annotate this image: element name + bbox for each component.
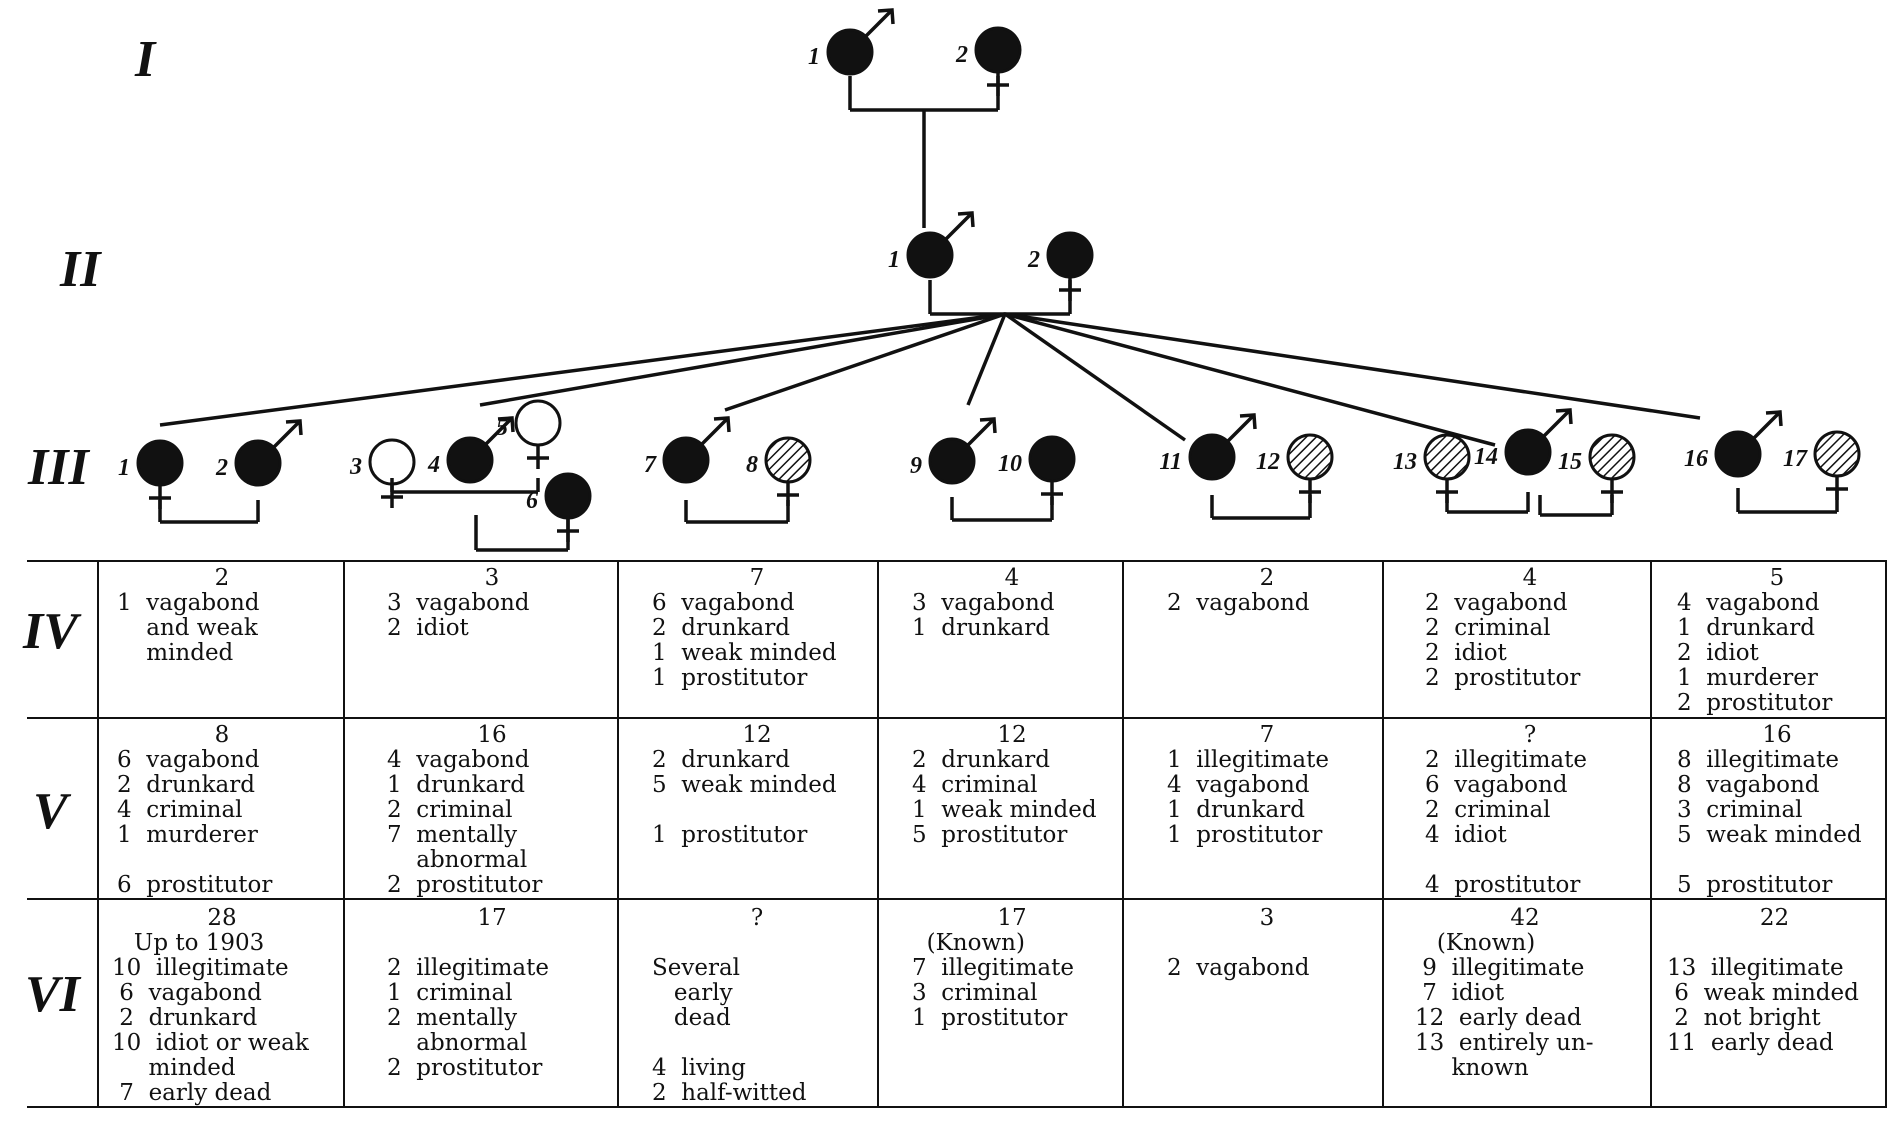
male-symbol xyxy=(1504,428,1552,476)
generation-label-vi: VI xyxy=(25,966,80,1023)
female-symbol xyxy=(514,399,562,447)
person-number: 6 xyxy=(526,488,538,514)
table-cell: 22 13 illegitimate 6 weak minded 2 not b… xyxy=(1667,905,1859,1056)
person-number: 2 xyxy=(215,455,228,481)
person-number: 1 xyxy=(888,247,900,273)
table-cell: ?2 illegitimate 6 vagabond 2 criminal 4 … xyxy=(1425,722,1587,898)
female-symbol xyxy=(1046,231,1094,279)
table-right-border xyxy=(1885,560,1887,1108)
generation-label-iii: III xyxy=(28,439,89,496)
row-divider xyxy=(27,717,1887,719)
generation-label-i: I xyxy=(135,31,156,88)
male-symbol xyxy=(928,437,976,485)
descent-line xyxy=(724,312,1006,412)
table-cell: 42 (Known) 9 illegitimate 7 idiot 12 ear… xyxy=(1415,905,1594,1081)
person-number: 16 xyxy=(1684,446,1708,472)
person-number: 9 xyxy=(910,453,922,479)
female-symbol xyxy=(1813,430,1861,478)
person-number: 7 xyxy=(644,452,657,478)
female-symbol xyxy=(1588,433,1636,481)
female-symbol xyxy=(974,26,1022,74)
male-symbol xyxy=(662,436,710,484)
table-cell: 28 Up to 1903 10 illegitimate 6 vagabond… xyxy=(112,905,309,1106)
female-symbol xyxy=(1423,433,1471,481)
person-number: 17 xyxy=(1783,446,1808,472)
descent-line xyxy=(1003,312,1187,442)
descent-line xyxy=(966,313,1007,406)
person-number: 5 xyxy=(496,415,508,441)
male-symbol xyxy=(446,436,494,484)
male-symbol xyxy=(906,231,954,279)
column-divider xyxy=(877,560,879,1108)
female-symbol xyxy=(368,438,416,486)
female-symbol xyxy=(544,472,592,520)
table-cell: 17 2 illegitimate 1 criminal 2 mentally … xyxy=(387,905,549,1081)
table-bottom-border xyxy=(27,1106,1887,1108)
table-cell: ? Several early dead 4 living 2 half-wit… xyxy=(652,905,807,1106)
person-number: 3 xyxy=(349,454,362,480)
column-divider xyxy=(1122,560,1124,1108)
descent-line xyxy=(1004,312,1496,447)
female-symbol xyxy=(1028,435,1076,483)
row-divider xyxy=(27,898,1887,900)
column-divider xyxy=(1382,560,1384,1108)
person-number: 8 xyxy=(746,452,758,478)
descent-line xyxy=(479,312,1006,407)
person-number: 10 xyxy=(998,451,1022,477)
person-number: 2 xyxy=(1027,247,1040,273)
generation-label-iv: IV xyxy=(23,603,78,660)
person-number: 1 xyxy=(118,455,130,481)
table-cell: 3 2 vagabond xyxy=(1167,905,1310,981)
person-number: 2 xyxy=(955,42,968,68)
person-number: 1 xyxy=(808,44,820,70)
person-number: 13 xyxy=(1393,449,1417,475)
generation-label-v: V xyxy=(33,783,68,840)
male-symbol xyxy=(1188,433,1236,481)
label-column-divider xyxy=(97,560,99,1108)
person-number: 4 xyxy=(427,452,440,478)
person-number: 15 xyxy=(1558,449,1582,475)
column-divider xyxy=(1650,560,1652,1108)
person-number: 14 xyxy=(1474,444,1498,470)
female-symbol xyxy=(1286,433,1334,481)
table-cell: 17 (Known) 7 illegitimate 3 criminal 1 p… xyxy=(912,905,1074,1031)
descent-line xyxy=(1004,312,1701,420)
male-symbol xyxy=(234,439,282,487)
female-symbol xyxy=(764,436,812,484)
table-top-border xyxy=(27,560,1887,562)
descent-line xyxy=(159,312,1006,427)
generation-label-ii: II xyxy=(60,241,101,298)
male-symbol xyxy=(1714,430,1762,478)
column-divider xyxy=(343,560,345,1108)
person-number: 11 xyxy=(1159,449,1182,475)
person-number: 12 xyxy=(1256,449,1280,475)
male-symbol xyxy=(826,28,874,76)
female-symbol xyxy=(136,439,184,487)
column-divider xyxy=(617,560,619,1108)
